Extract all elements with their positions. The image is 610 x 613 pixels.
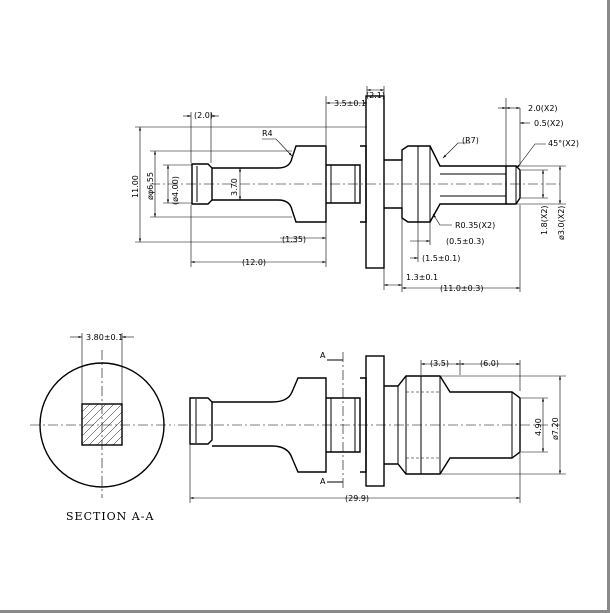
top-post [384, 145, 507, 223]
section-view: 3.80±0.1 SECTION A-A [30, 333, 175, 523]
dim-7-20-label: ø7.20 [551, 417, 560, 440]
chamfer-45-label: 45°(X2) [548, 139, 579, 148]
dim-2-0x2-label: 2.0(X2) [528, 104, 558, 113]
dim-1-35-label: (1.35) [282, 235, 306, 244]
dim-4-00-label: (ø4.00) [171, 176, 180, 205]
top-flange [365, 95, 385, 269]
bottom-neck [212, 377, 327, 473]
top-neck [212, 145, 327, 223]
radius-r4-label: R4 [262, 129, 273, 138]
dim-29-9-label: (29.9) [345, 494, 369, 503]
top-shaft [326, 164, 361, 204]
dim-1-3-0-1-label: 1.3±0.1 [406, 273, 438, 282]
cut-a-top-label: A [320, 351, 326, 360]
dim-0-5-0-3-label: (0.5±0.3) [446, 237, 484, 246]
radius-r035-label: R0.35(X2) [455, 221, 495, 230]
radius-r7-label: (R7) [462, 136, 479, 145]
dim-3-0x2-label: ø3.0(X2) [557, 206, 566, 240]
dim-6-55-label: øφ6.55 [146, 172, 155, 200]
top-view: (2.0) R4 11.00 øφ6.55 (ø4.00) 3.70 (1.35… [131, 86, 579, 293]
bottom-view: A A (3.5) (6.0) 4.90 ø7.20 ( [178, 351, 566, 503]
dim-6-0-label: (6.0) [480, 359, 499, 368]
dim-11-00-label: 11.00 [131, 175, 140, 198]
bottom-barb-tip [189, 397, 213, 445]
dim-3-5-label: 3.5±0.1 [334, 99, 366, 108]
section-hatching [81, 403, 123, 446]
dim-0-5x2-label: 0.5(X2) [534, 119, 564, 128]
dim-1-8x2-label: 1.8(X2) [540, 205, 549, 235]
bottom-flange [365, 355, 385, 487]
dim-2-0-label: (2.0) [194, 111, 213, 120]
dim-3-70-label: 3.70 [230, 178, 239, 196]
bottom-post [384, 375, 521, 475]
section-width-label: 3.80±0.1 [86, 333, 123, 342]
dim-12-0-label: (12.0) [242, 258, 266, 267]
dim-4-90-label: 4.90 [534, 418, 543, 436]
top-end-cap [506, 165, 521, 205]
section-hatched-square [81, 403, 123, 446]
section-title: SECTION A-A [66, 510, 154, 523]
dim-2-1-label: (2.1) [366, 91, 385, 100]
dim-1-5-0-1-label: (1.5±0.1) [422, 254, 460, 263]
dim-11-0-0-3-label: (11.0±0.3) [440, 284, 483, 293]
cut-a-bottom-label: A [320, 477, 326, 486]
dim-3-5-bottom-label: (3.5) [430, 359, 449, 368]
